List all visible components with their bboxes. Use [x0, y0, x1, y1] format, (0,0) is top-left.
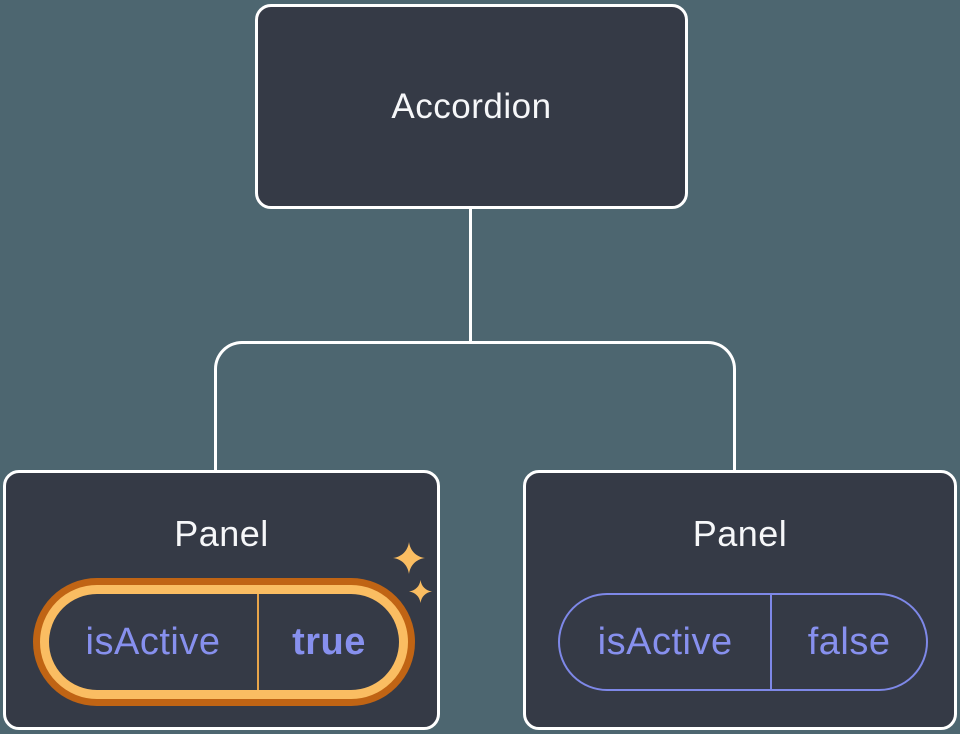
prop-name-label: isActive [560, 595, 773, 689]
accordion-node: Accordion [255, 4, 688, 209]
connector-bracket [214, 341, 736, 471]
prop-value-label: true [292, 620, 366, 663]
state-pill-active: isActive true [33, 578, 415, 706]
panel-title: Panel [692, 513, 788, 554]
prop-value-label: false [807, 620, 891, 663]
sparkle-large-icon [393, 542, 425, 574]
connector-stem [469, 208, 472, 344]
panel-title: Panel [174, 513, 269, 554]
state-pill-active-inner: isActive true [40, 585, 408, 699]
sparkle-small-icon [409, 580, 432, 603]
state-pill-inactive: isActive false [558, 593, 928, 691]
prop-name-label: isActive [49, 594, 259, 690]
accordion-label: Accordion [391, 86, 552, 126]
panel-node-active: Panel isActive true [3, 470, 440, 730]
panel-node-inactive: Panel isActive false [523, 470, 957, 730]
sparkles-icon [393, 542, 432, 603]
